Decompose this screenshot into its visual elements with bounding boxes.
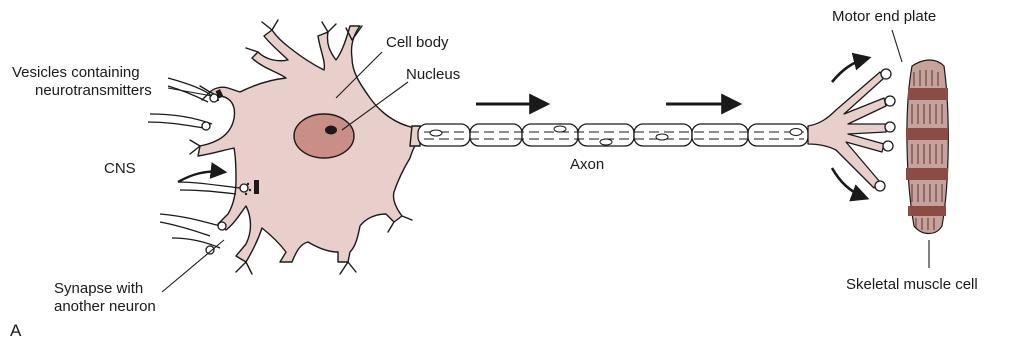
panel-letter: A [10, 322, 21, 339]
label-skeletal-muscle-cell: Skeletal muscle cell [846, 276, 978, 293]
axon-myelin-segments [418, 124, 808, 146]
label-synapse-line1: Synapse with [54, 280, 143, 297]
label-vesicles-line1: Vesicles containing [12, 64, 140, 81]
cns-arrow [178, 171, 224, 182]
label-synapse-line2: another neuron [54, 298, 156, 315]
axon-terminal [808, 72, 886, 188]
label-cns: CNS [104, 160, 136, 177]
label-axon: Axon [570, 156, 604, 173]
label-motor-end-plate: Motor end plate [832, 8, 936, 25]
synapse-mark-lower [254, 180, 259, 194]
terminal-arrow-upper [832, 58, 868, 82]
label-vesicles-line2: neurotransmitters [35, 82, 152, 99]
nucleolus-shape [325, 126, 337, 135]
label-nucleus: Nucleus [406, 66, 460, 83]
label-cell-body: Cell body [386, 34, 449, 51]
nucleus-shape [294, 114, 354, 158]
